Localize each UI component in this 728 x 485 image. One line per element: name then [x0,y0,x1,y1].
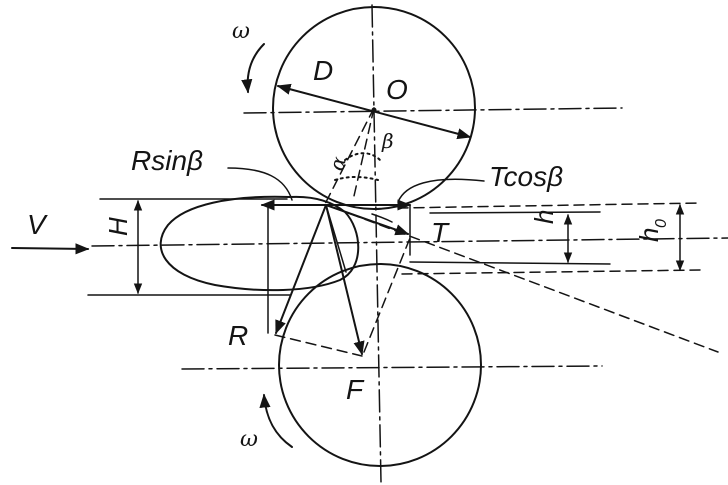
tcos-leader-curve [397,178,485,203]
label-alpha: α [324,153,351,173]
rotation-arrow-bottom [259,393,293,448]
label-H: H [103,217,133,236]
roll-center-O [371,107,377,113]
svg-text:h: h [634,228,664,242]
label-D: D [313,55,333,86]
h-upper-reference [429,211,601,214]
label-h0: h 0 [634,219,670,242]
lower-roll-horizontal-axis [181,365,603,370]
label-T: T [431,217,450,248]
upper-roll [272,6,476,210]
tangent-dashed-line [334,207,719,353]
F-to-T-dashed [363,237,411,353]
svg-text:0: 0 [653,219,670,228]
force-F-vector [325,204,365,356]
label-beta: β [381,129,394,153]
force-R-vector [275,204,327,335]
label-tcos-beta: Tcosβ [489,161,563,192]
exit-strip-bottom-dashed [401,269,701,275]
contact-drop-line [325,204,347,273]
label-F: F [346,374,365,405]
vertical-center-line [371,4,382,483]
beta-arc [344,152,381,161]
label-V: V [27,209,48,240]
velocity-arrow [11,243,90,255]
label-h: h [529,210,559,224]
angle-line-beta [353,107,375,197]
label-rsin-beta: Rsinβ [131,145,203,176]
h-lower-reference [409,261,611,265]
rsin-leader-curve [227,167,293,201]
label-omega-top: ω [232,19,250,44]
upper-roll-horizontal-axis [243,107,623,114]
roll-gap-mark [371,213,393,223]
label-R: R [228,320,248,351]
alpha-arc [334,176,379,181]
rotation-arrow-top [241,43,265,94]
label-O: O [386,74,408,105]
exit-strip-top-dashed [397,202,701,209]
R-to-F-dashed [274,334,363,357]
label-omega-bottom: ω [240,427,258,452]
